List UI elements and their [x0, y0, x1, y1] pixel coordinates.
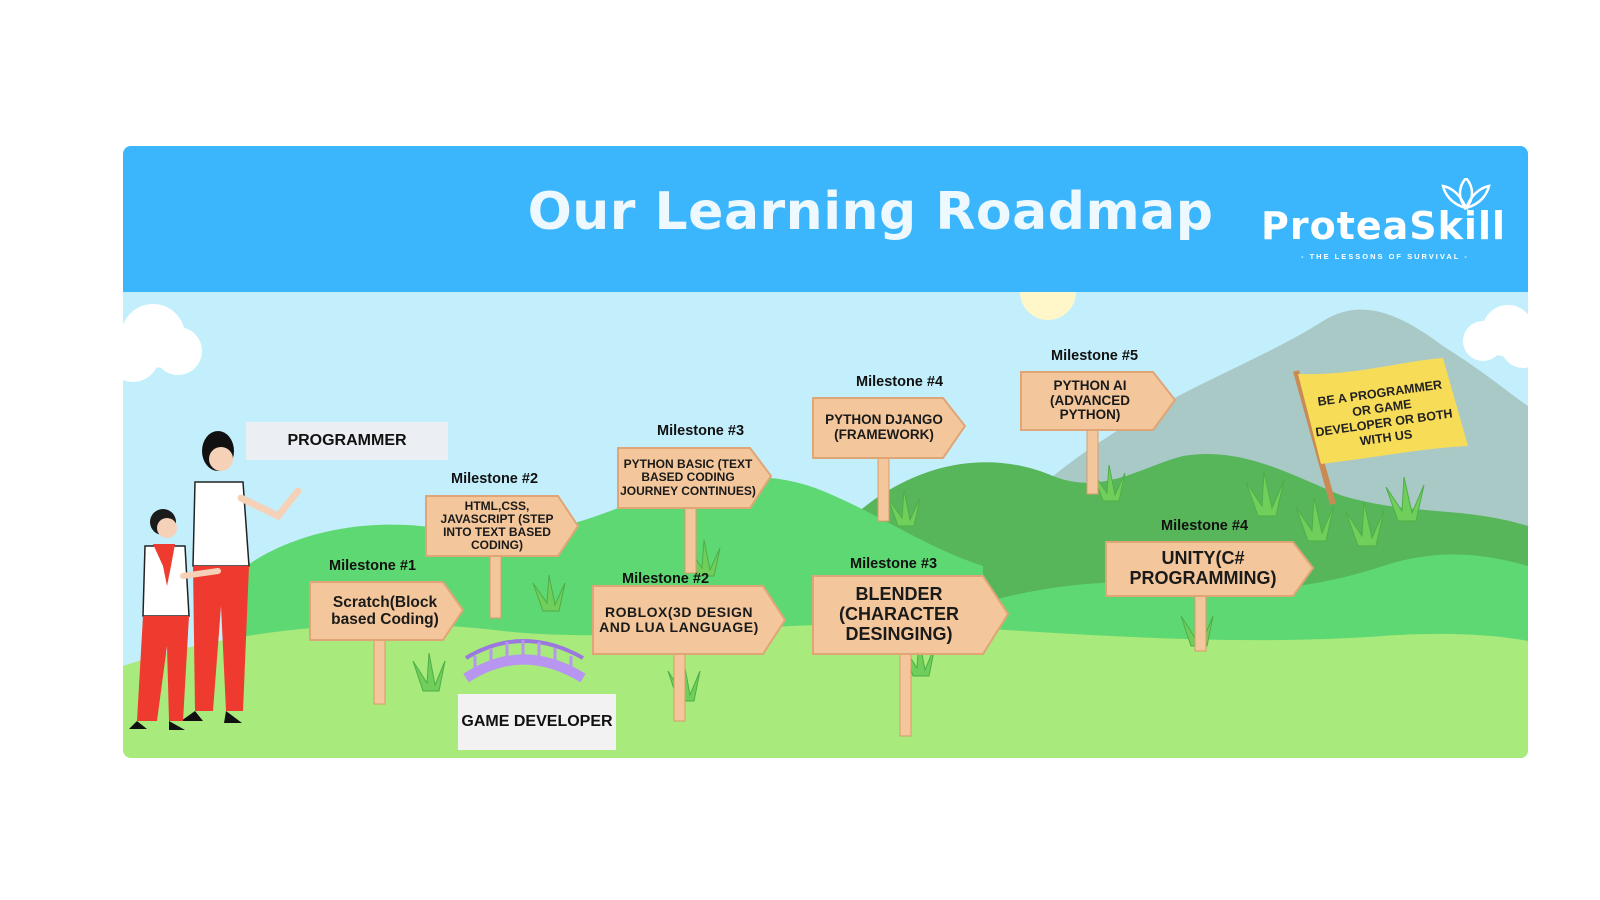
milestone-label: Milestone #3	[850, 556, 938, 572]
grass-tuft-icon	[1295, 496, 1335, 542]
sign-text: PYTHON DJANGO (FRAMEWORK)	[825, 412, 943, 442]
milestone-label: Milestone #4	[1161, 518, 1249, 534]
sign-board	[592, 585, 787, 655]
teacher-figure-icon	[181, 431, 302, 723]
header-bar: Our Learning Roadmap ProteaSkill - THE L…	[123, 146, 1528, 292]
logo-tagline: - THE LESSONS OF SURVIVAL -	[1301, 252, 1469, 261]
grass-tuft-icon	[532, 574, 566, 612]
signpost-pole	[1086, 425, 1099, 495]
grass-tuft-icon	[1385, 476, 1425, 522]
sign-board	[1105, 541, 1315, 597]
signpost-pole	[673, 645, 686, 722]
sign-text: ROBLOX(3D DESIGN AND LUA LANGUAGE)	[599, 603, 759, 635]
sign-board	[425, 495, 580, 557]
brand-logo: ProteaSkill - THE LESSONS OF SURVIVAL -	[1261, 178, 1505, 264]
milestone-label: Milestone #1	[329, 558, 417, 574]
milestone-label: Milestone #2	[451, 471, 539, 487]
grass-tuft-icon	[1345, 501, 1385, 547]
lotus-leaf-icon	[1441, 178, 1491, 210]
roadmap-banner: Our Learning Roadmap ProteaSkill - THE L…	[123, 146, 1528, 758]
sign-text: PYTHON AI (ADVANCED PYTHON)	[1050, 377, 1130, 423]
sign-text: HTML,CSS, JAVASCRIPT (STEP INTO TEXT BAS…	[440, 498, 554, 553]
grass-tuft-icon	[887, 489, 921, 527]
sign-text: BLENDER (CHARACTER DESINGING)	[839, 584, 959, 644]
milestone-label: Milestone #4	[856, 374, 944, 390]
grass-tuft-icon	[1245, 471, 1285, 517]
logo-name: ProteaSkill	[1261, 204, 1506, 248]
bridge-icon	[463, 639, 586, 683]
cloud-right-icon	[1463, 305, 1528, 368]
sign-board	[309, 581, 465, 641]
milestone-label: Milestone #3	[657, 423, 745, 439]
sign-board	[1020, 371, 1177, 431]
track-programmer: PROGRAMMER	[246, 422, 448, 460]
cloud-left-icon	[123, 304, 202, 382]
sign-board	[617, 447, 773, 509]
signpost-pole	[1194, 590, 1207, 652]
sign-board	[812, 397, 967, 459]
grass-tuft-icon	[412, 652, 446, 692]
sign-text: Scratch(Block based Coding)	[331, 593, 439, 628]
goal-flag-icon	[1293, 358, 1468, 505]
child-figure-icon	[129, 509, 221, 730]
signpost-pole	[877, 450, 890, 522]
milestone-label: Milestone #2	[622, 571, 710, 587]
signpost-pole	[899, 645, 912, 737]
sign-board	[812, 575, 1010, 655]
sign-text: PYTHON BASIC (TEXT BASED CODING JOURNEY …	[620, 457, 756, 498]
page-title: Our Learning Roadmap	[527, 182, 1214, 242]
signpost-pole	[684, 500, 697, 574]
signpost-pole	[373, 635, 386, 705]
track-game-developer: GAME DEVELOPER	[458, 694, 616, 750]
landscape-scene	[123, 264, 1528, 758]
milestone-label: Milestone #5	[1051, 348, 1139, 364]
sign-text: UNITY(C# PROGRAMMING)	[1129, 548, 1277, 588]
